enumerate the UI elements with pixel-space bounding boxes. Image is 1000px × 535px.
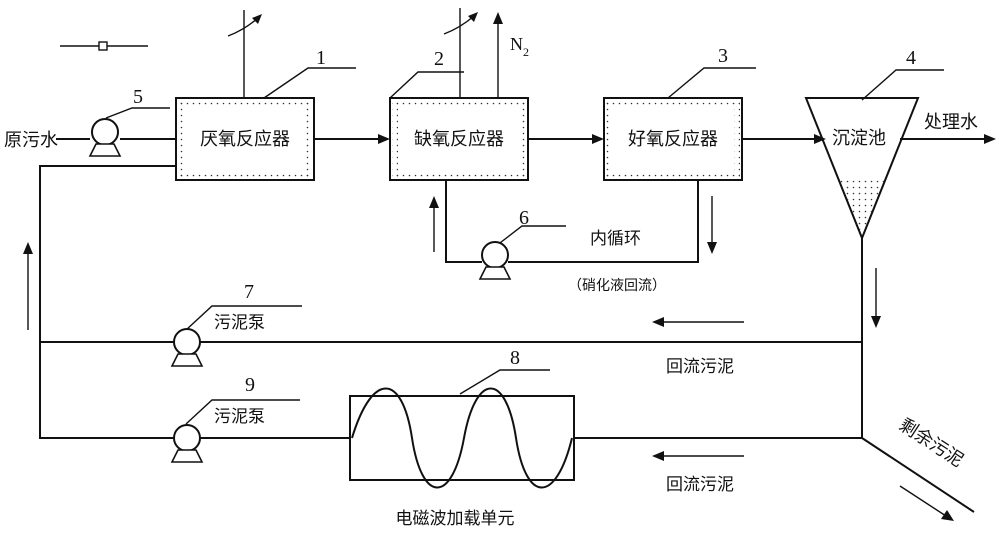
number-1: 1 [316, 47, 326, 69]
anaerobic-reactor-label: 厌氧反应器 [200, 129, 290, 150]
number-6: 6 [519, 207, 529, 229]
return-sludge-label-1: 回流污泥 [666, 357, 734, 377]
anoxic-reactor: 缺氧反应器 [389, 97, 529, 181]
feed-pump-icon [88, 118, 122, 157]
anoxic-reactor-label: 缺氧反应器 [414, 129, 504, 150]
callout-2: 2 [389, 48, 464, 99]
nitrified-return-label: （硝化液回流） [568, 278, 666, 294]
excess-sludge-label: 剩余污泥 [895, 415, 967, 472]
n2-subscript: 2 [523, 45, 529, 59]
anaerobic-vent [227, 10, 262, 98]
anaerobic-reactor: 厌氧反应器 [175, 97, 315, 181]
treated-water-label: 处理水 [924, 112, 978, 133]
em-unit-label: 电磁波加载单元 [396, 509, 515, 529]
number-5: 5 [133, 86, 143, 108]
callout-7: 7 [185, 281, 302, 331]
callout-8: 8 [459, 347, 550, 395]
callout-4: 4 [861, 47, 944, 101]
number-2: 2 [434, 48, 444, 70]
callout-1: 1 [263, 47, 356, 99]
sludge-pump-9-icon [170, 424, 204, 463]
number-3: 3 [718, 45, 728, 67]
callout-3: 3 [667, 45, 756, 99]
number-9: 9 [245, 374, 255, 396]
return-sludge-label-2: 回流污泥 [666, 475, 734, 495]
settling-tank-label: 沉淀池 [832, 128, 886, 149]
sludge-pump-7-label: 污泥泵 [214, 313, 265, 333]
settling-tank: 沉淀池 [804, 97, 920, 241]
n2-outlet: N2 [493, 12, 529, 98]
n2-label: N [510, 34, 523, 54]
svg-text:N2: N2 [510, 34, 529, 59]
number-4: 4 [906, 47, 916, 69]
callout-5: 5 [105, 86, 170, 119]
sludge-pump-7-icon [170, 328, 204, 367]
callout-6: 6 [495, 207, 566, 247]
aerobic-reactor: 好氧反应器 [603, 97, 743, 181]
electromagnetic-wave-unit: 电磁波加载单元 [349, 387, 575, 529]
aerobic-reactor-label: 好氧反应器 [628, 129, 718, 150]
number-7: 7 [244, 281, 254, 303]
anoxic-vent [443, 8, 478, 98]
sludge-pump-9-label: 污泥泵 [214, 407, 265, 427]
valve-symbol-icon [60, 41, 148, 51]
internal-recycle-label: 内循环 [590, 229, 641, 249]
raw-sewage-label: 原污水 [4, 130, 58, 151]
callout-9: 9 [185, 374, 300, 425]
internal-pump-icon [478, 241, 512, 280]
number-8: 8 [510, 347, 520, 369]
